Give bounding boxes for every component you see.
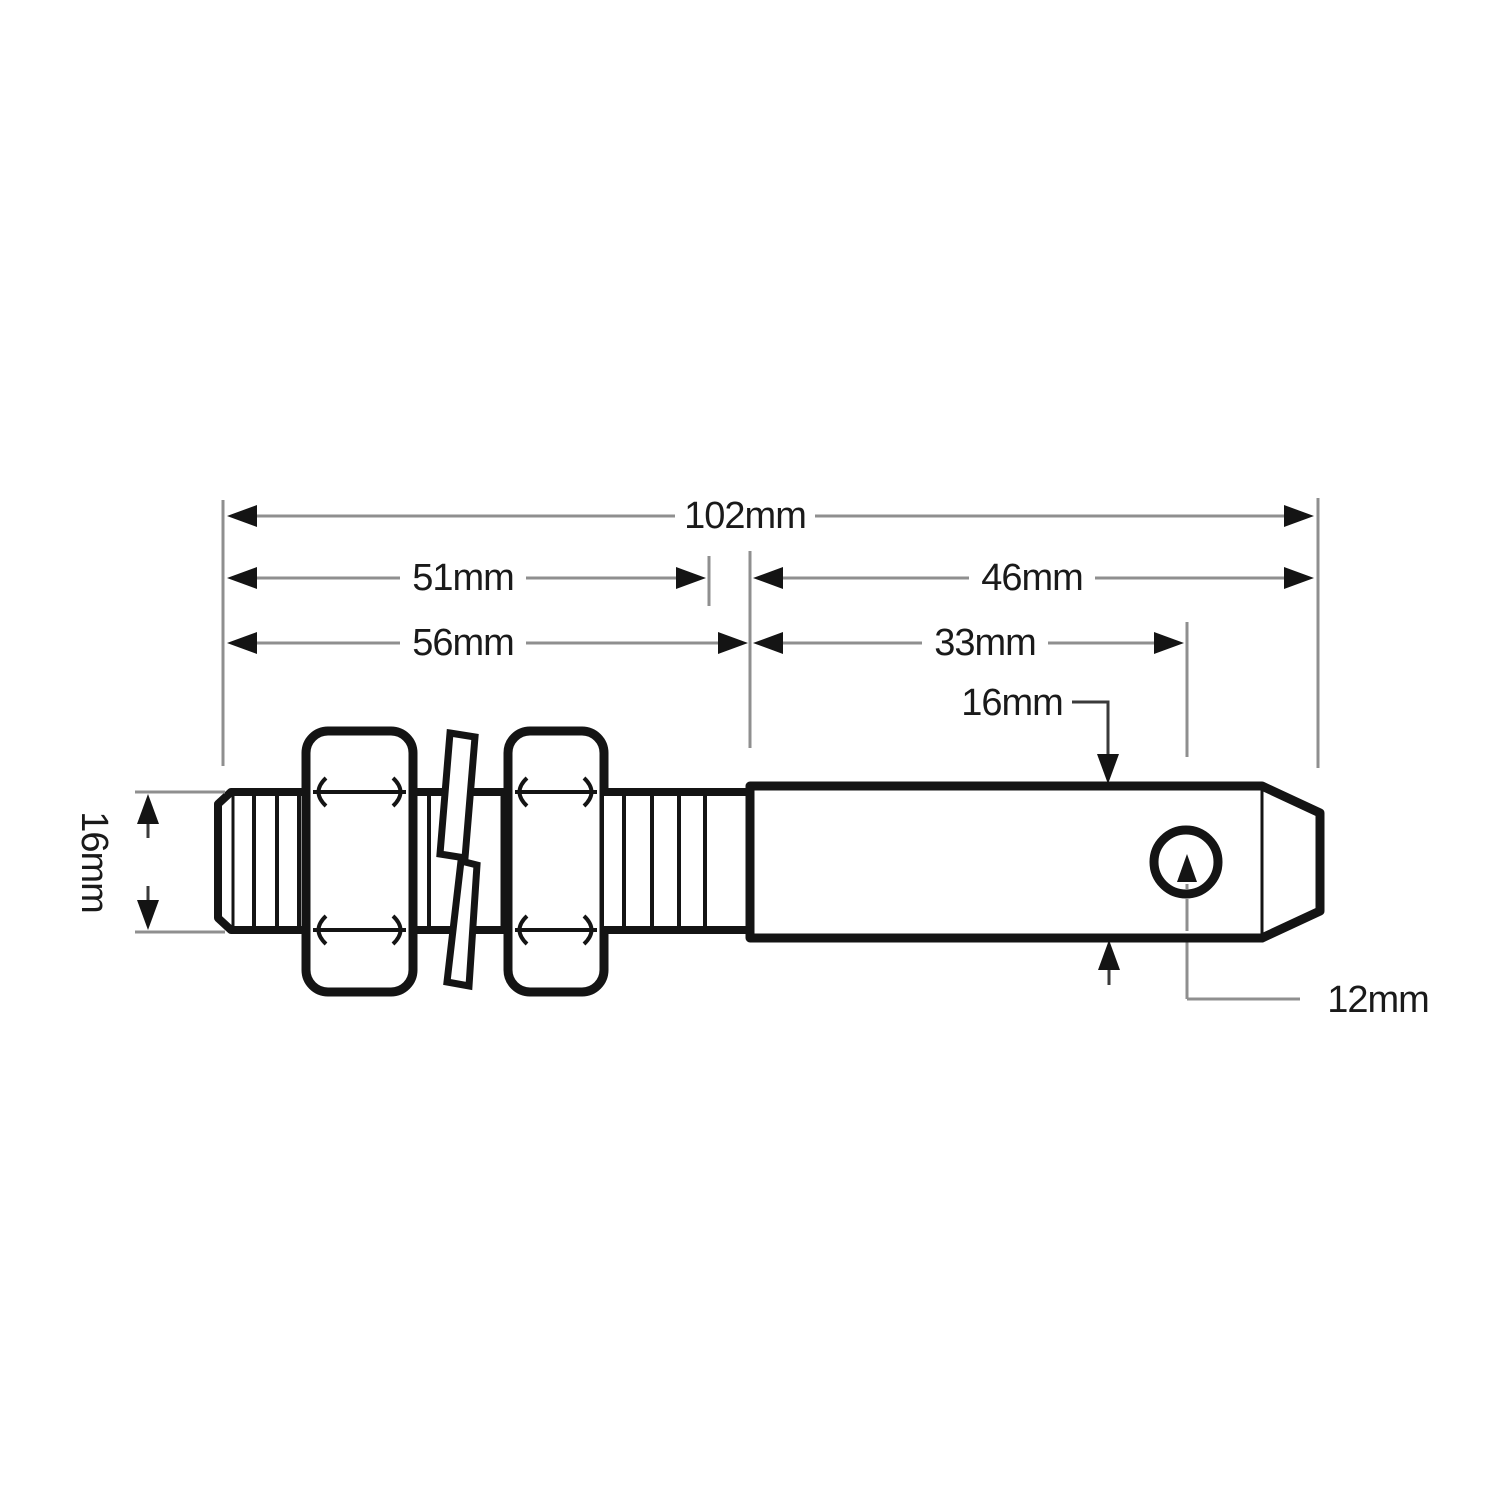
hex-nut-1 bbox=[301, 726, 418, 997]
split-lock-washer bbox=[436, 728, 481, 991]
washer-lower-half bbox=[443, 856, 481, 991]
dim-pin-working-length-label: 46mm bbox=[981, 557, 1083, 599]
thread-left-lines bbox=[252, 794, 301, 928]
pin-shank bbox=[745, 781, 1325, 943]
dim-pin-working-length: 46mm bbox=[753, 557, 1314, 599]
extension-lines bbox=[135, 498, 1320, 934]
thread-right-section bbox=[600, 788, 752, 934]
dim-thread-diameter: 16mm bbox=[73, 794, 159, 930]
pin-part bbox=[214, 726, 1325, 997]
dim-hole-diameter: 12mm bbox=[1177, 854, 1430, 1021]
dim-pin-diameter-label: 16mm bbox=[961, 682, 1063, 724]
dim-hole-centre-distance-label: 33mm bbox=[934, 622, 1036, 664]
dim-hole-diameter-label: 12mm bbox=[1327, 979, 1429, 1021]
washer-upper-half bbox=[436, 728, 479, 863]
dim-thread-length: 51mm bbox=[227, 557, 706, 599]
dim-thread-length-label: 51mm bbox=[412, 557, 514, 599]
dim-pin-diameter: 16mm bbox=[961, 682, 1120, 985]
dim-thread-diameter-label: 16mm bbox=[73, 811, 115, 913]
dim-threaded-section: 56mm bbox=[227, 622, 748, 664]
dim-hole-centre-distance: 33mm bbox=[753, 622, 1184, 664]
hex-nut-2 bbox=[503, 726, 609, 997]
dim-overall-length-label: 102mm bbox=[684, 495, 806, 537]
dim-threaded-section-label: 56mm bbox=[412, 622, 514, 664]
dim-overall-length: 102mm bbox=[227, 495, 1314, 537]
